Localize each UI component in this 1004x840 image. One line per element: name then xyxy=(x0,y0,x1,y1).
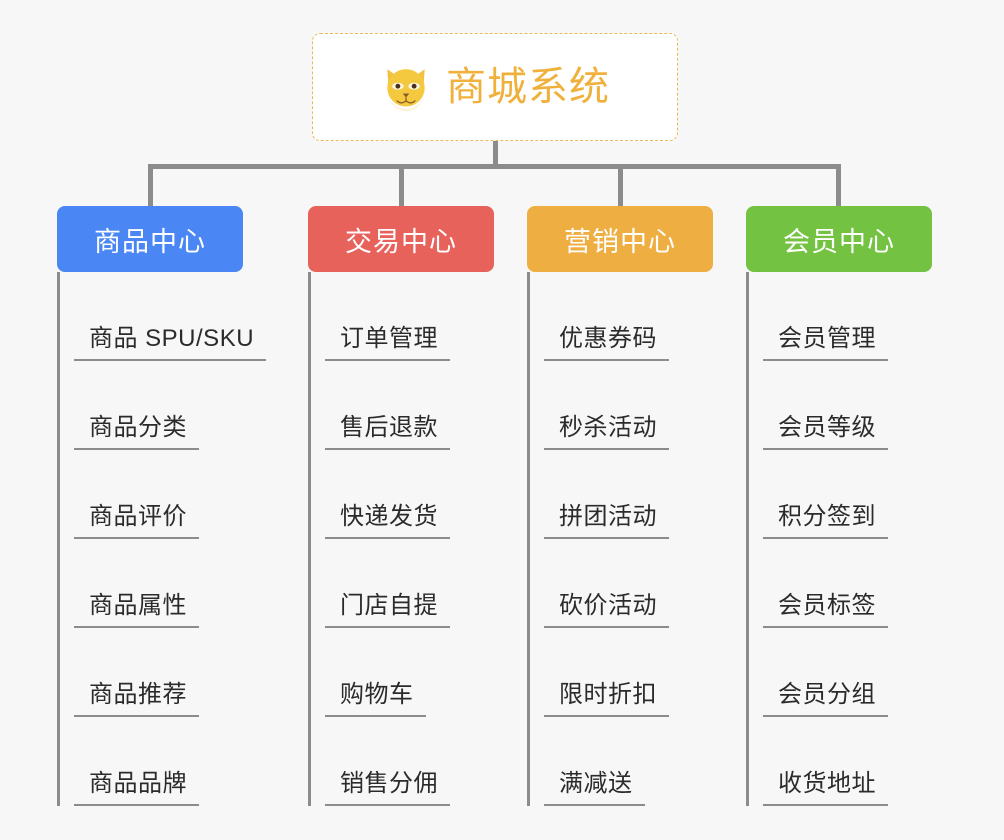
leaf-underline xyxy=(74,448,199,450)
leaf-label: 拼团活动 xyxy=(559,503,657,530)
shiba-dog-icon xyxy=(387,69,425,112)
leaf-underline xyxy=(544,626,669,628)
leaf-label: 会员标签 xyxy=(778,592,876,619)
leaf-item[interactable]: 商品 SPU/SKU xyxy=(74,272,266,361)
leaf-item[interactable]: 收货地址 xyxy=(763,717,946,806)
leaf-label: 秒杀活动 xyxy=(559,414,657,441)
connector-drop-4 xyxy=(836,164,841,206)
leaf-item[interactable]: 砍价活动 xyxy=(544,539,727,628)
leaf-label: 会员管理 xyxy=(778,325,876,352)
leaf-underline xyxy=(763,804,888,806)
root-node[interactable]: 商城系统 xyxy=(312,33,678,141)
leaf-item[interactable]: 商品评价 xyxy=(74,450,257,539)
category-title: 交易中心 xyxy=(345,226,457,257)
leaf-underline xyxy=(325,448,450,450)
leaf-underline xyxy=(74,537,199,539)
leaf-item[interactable]: 商品属性 xyxy=(74,539,257,628)
leaf-item[interactable]: 优惠券码 xyxy=(544,272,727,361)
leaf-underline xyxy=(544,359,669,361)
branch-column-3: 营销中心 优惠券码 秒杀活动 拼团活动 砍价活动 限时折扣 xyxy=(527,206,727,806)
leaf-item[interactable]: 销售分佣 xyxy=(325,717,508,806)
leaf-label: 会员等级 xyxy=(778,414,876,441)
leaf-underline xyxy=(544,537,669,539)
leaf-label: 会员分组 xyxy=(778,681,876,708)
leaf-label: 商品推荐 xyxy=(89,681,187,708)
leaf-label: 商品评价 xyxy=(89,503,187,530)
leaf-underline xyxy=(544,804,645,806)
connector-horizontal-bus xyxy=(148,164,840,169)
leaf-label: 优惠券码 xyxy=(559,325,657,352)
branch-column-1: 商品中心 商品 SPU/SKU 商品分类 商品评价 商品属性 商品推荐 xyxy=(57,206,266,806)
leaf-underline xyxy=(544,448,669,450)
leaf-underline xyxy=(325,359,450,361)
leaf-item[interactable]: 商品推荐 xyxy=(74,628,257,717)
leaf-label: 门店自提 xyxy=(340,592,438,619)
category-title: 会员中心 xyxy=(783,226,895,257)
leaf-label: 收货地址 xyxy=(778,770,876,797)
leaf-underline xyxy=(544,715,669,717)
leaf-item[interactable]: 会员分组 xyxy=(763,628,946,717)
leaf-label: 售后退款 xyxy=(340,414,438,441)
leaf-list-1: 商品 SPU/SKU 商品分类 商品评价 商品属性 商品推荐 商品品牌 xyxy=(57,272,266,806)
leaf-label: 订单管理 xyxy=(340,325,438,352)
connector-drop-2 xyxy=(399,164,404,206)
leaf-label: 满减送 xyxy=(559,770,633,797)
leaf-underline xyxy=(74,715,199,717)
leaf-label: 商品品牌 xyxy=(89,770,187,797)
leaf-list-2: 订单管理 售后退款 快递发货 门店自提 购物车 销售分佣 xyxy=(308,272,508,806)
connector-drop-1 xyxy=(148,164,153,206)
leaf-label: 积分签到 xyxy=(778,503,876,530)
leaf-item[interactable]: 售后退款 xyxy=(325,361,508,450)
leaf-label: 销售分佣 xyxy=(340,770,438,797)
leaf-item[interactable]: 商品分类 xyxy=(74,361,257,450)
category-header-1[interactable]: 商品中心 xyxy=(57,206,243,272)
connector-root-stem xyxy=(493,141,498,167)
leaf-underline xyxy=(74,626,199,628)
leaf-list-4: 会员管理 会员等级 积分签到 会员标签 会员分组 收货地址 xyxy=(746,272,946,806)
leaf-label: 商品属性 xyxy=(89,592,187,619)
leaf-underline xyxy=(763,359,888,361)
leaf-item[interactable]: 积分签到 xyxy=(763,450,946,539)
category-header-2[interactable]: 交易中心 xyxy=(308,206,494,272)
leaf-item[interactable]: 商品品牌 xyxy=(74,717,257,806)
branch-column-4: 会员中心 会员管理 会员等级 积分签到 会员标签 会员分组 xyxy=(746,206,946,806)
leaf-item[interactable]: 快递发货 xyxy=(325,450,508,539)
leaf-underline xyxy=(763,626,888,628)
category-header-4[interactable]: 会员中心 xyxy=(746,206,932,272)
leaf-underline xyxy=(325,715,426,717)
leaf-label: 商品 SPU/SKU xyxy=(89,325,255,352)
leaf-list-3: 优惠券码 秒杀活动 拼团活动 砍价活动 限时折扣 满减送 xyxy=(527,272,727,806)
leaf-underline xyxy=(763,715,888,717)
leaf-item[interactable]: 门店自提 xyxy=(325,539,508,628)
leaf-label: 快递发货 xyxy=(340,503,438,530)
leaf-underline xyxy=(325,804,450,806)
leaf-item[interactable]: 秒杀活动 xyxy=(544,361,727,450)
leaf-item[interactable]: 会员管理 xyxy=(763,272,946,361)
leaf-label: 砍价活动 xyxy=(559,592,657,619)
leaf-underline xyxy=(325,626,450,628)
leaf-item[interactable]: 订单管理 xyxy=(325,272,508,361)
category-title: 营销中心 xyxy=(564,226,676,257)
leaf-underline xyxy=(74,359,266,361)
leaf-underline xyxy=(325,537,450,539)
leaf-item[interactable]: 会员等级 xyxy=(763,361,946,450)
connector-drop-3 xyxy=(618,164,623,206)
leaf-item[interactable]: 限时折扣 xyxy=(544,628,727,717)
branch-column-2: 交易中心 订单管理 售后退款 快递发货 门店自提 购物车 xyxy=(308,206,508,806)
leaf-item[interactable]: 会员标签 xyxy=(763,539,946,628)
category-header-3[interactable]: 营销中心 xyxy=(527,206,713,272)
leaf-underline xyxy=(763,448,888,450)
leaf-item[interactable]: 满减送 xyxy=(544,717,727,806)
leaf-label: 限时折扣 xyxy=(559,681,657,708)
leaf-item[interactable]: 购物车 xyxy=(325,628,508,717)
leaf-label: 购物车 xyxy=(340,681,414,708)
leaf-label: 商品分类 xyxy=(89,414,187,441)
category-title: 商品中心 xyxy=(94,226,206,257)
leaf-underline xyxy=(74,804,199,806)
leaf-underline xyxy=(763,537,888,539)
leaf-item[interactable]: 拼团活动 xyxy=(544,450,727,539)
root-title: 商城系统 xyxy=(446,65,610,109)
